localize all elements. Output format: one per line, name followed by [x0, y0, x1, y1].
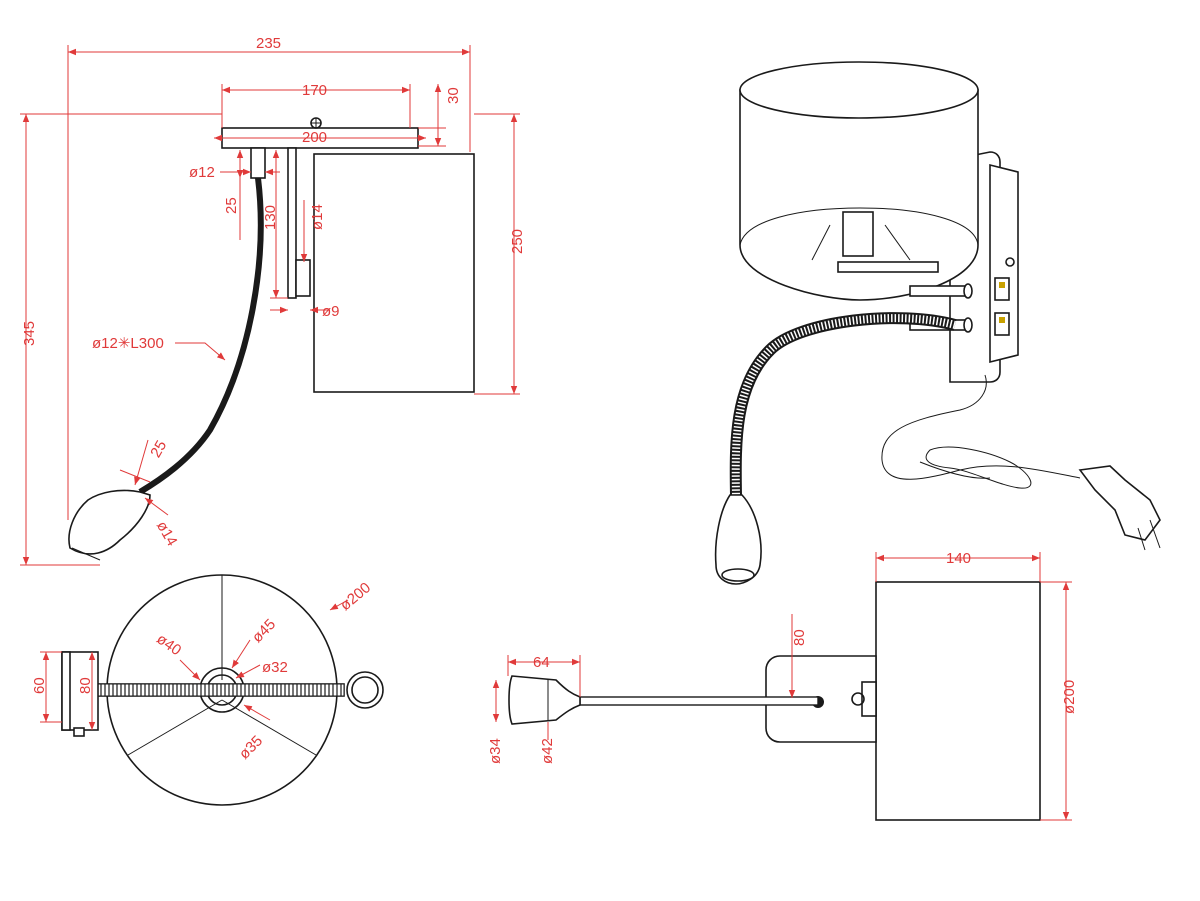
- dim-235: 235: [256, 35, 281, 52]
- dim-d42: ø42: [539, 738, 556, 764]
- dim-30: 30: [445, 87, 462, 104]
- dim-d35: ø35: [236, 732, 266, 762]
- power-cable: [881, 374, 1081, 480]
- lamp-shade: [313, 153, 475, 393]
- top-view: ø200 ø45 ø40 ø32 ø35 60 80: [31, 574, 384, 806]
- dim-d9: ø9: [322, 303, 340, 320]
- dim-front-d200: ø200: [1061, 680, 1078, 714]
- dim-130: 130: [262, 205, 279, 230]
- dim-25-head: 25: [147, 438, 170, 461]
- dim-d14-head: ø14: [153, 518, 181, 549]
- flexible-arm: [138, 177, 264, 495]
- dim-250: 250: [509, 229, 526, 254]
- shade-top: [739, 61, 979, 119]
- dim-arm-length: ø12✳L300: [92, 335, 164, 352]
- perspective-view: [714, 61, 1161, 585]
- dim-64: 64: [533, 654, 550, 671]
- dim-top-80: 80: [77, 677, 94, 694]
- reading-lamp-head: [714, 494, 762, 585]
- dim-d45: ø45: [249, 616, 279, 646]
- side-view: 235 170 30 200 ø12 25 130 ø14 ø9 250 345: [20, 35, 526, 566]
- dim-d32: ø32: [262, 659, 288, 676]
- bracket: [287, 147, 297, 299]
- dim-d14-rod: ø14: [309, 204, 326, 230]
- plug-icon: [1078, 465, 1161, 541]
- dim-170: 170: [302, 82, 327, 99]
- front-view: 140 80 64 ø200 ø34 ø42: [487, 550, 1078, 821]
- dim-top-d200: ø200: [337, 579, 374, 614]
- dim-d40: ø40: [153, 630, 184, 659]
- shade-body: [739, 89, 979, 301]
- dim-200: 200: [302, 129, 327, 146]
- dim-d34: ø34: [487, 738, 504, 764]
- dim-d12: ø12: [189, 164, 215, 181]
- front-shade: [875, 581, 1041, 821]
- dim-345: 345: [21, 321, 38, 346]
- dim-front-80: 80: [791, 629, 808, 646]
- gooseneck: [729, 312, 957, 496]
- reading-head: [68, 489, 151, 555]
- dim-140: 140: [946, 550, 971, 567]
- dim-60: 60: [31, 677, 48, 694]
- dim-25: 25: [223, 197, 240, 214]
